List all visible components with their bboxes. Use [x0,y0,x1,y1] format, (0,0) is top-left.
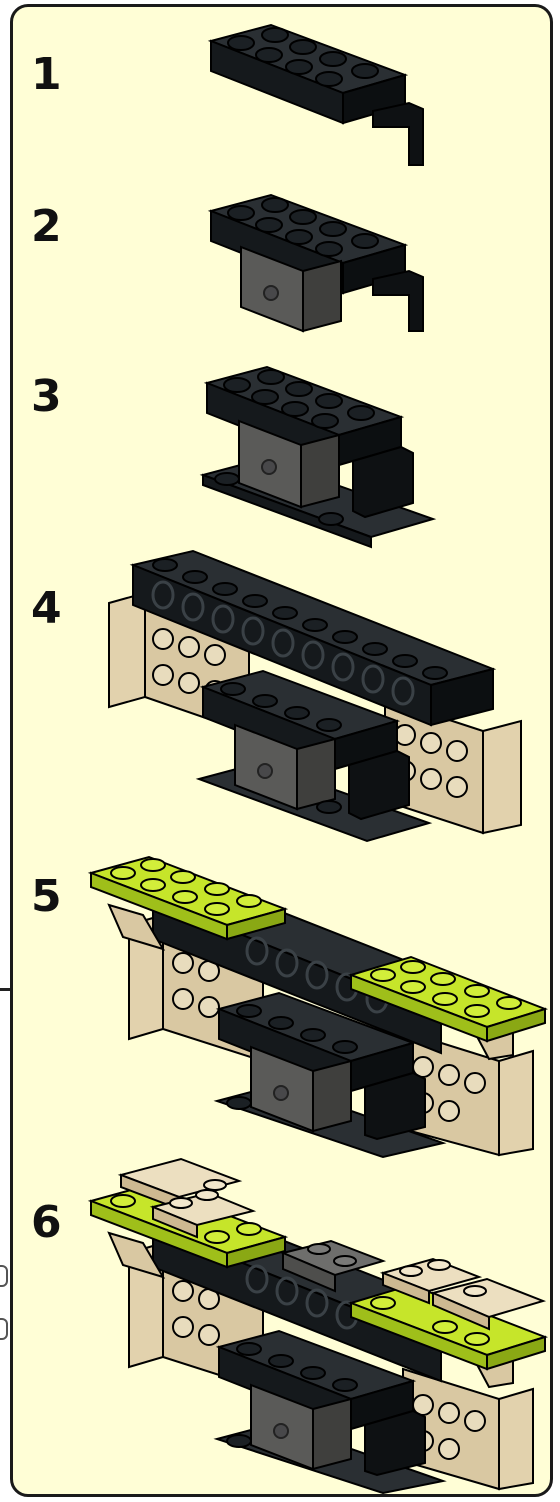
step-6-illustration [13,1157,553,1497]
page-edge-mark [0,1318,8,1340]
step-2-illustration [13,175,553,345]
step-3-illustration [13,343,553,553]
step-3: 3 [13,343,550,553]
instruction-panel: 1 2 [10,4,553,1497]
step-5-illustration [13,839,553,1159]
step-6: 6 [13,1157,550,1497]
step-1-illustration [13,17,553,177]
step-2: 2 [13,175,550,345]
step-4-illustration [13,547,553,847]
page-edge-mark [0,1265,8,1287]
step-4: 4 [13,547,550,847]
step-1: 1 [13,17,550,177]
step-5: 5 [13,839,550,1159]
